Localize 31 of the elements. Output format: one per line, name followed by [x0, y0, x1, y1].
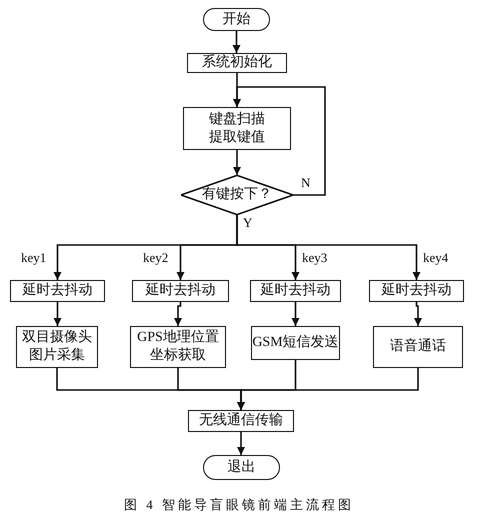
decision-diamond: 有键按下？: [181, 175, 293, 215]
arrow: [174, 302, 182, 326]
arrow: [232, 31, 240, 53]
process-box: 延时去抖动: [10, 280, 105, 302]
arrow: [237, 368, 419, 410]
edge-label: key2: [142, 251, 170, 265]
figure-caption: 图 4 智能导盲眼镜前端主流程图: [123, 496, 355, 514]
edge-label: key3: [301, 251, 328, 265]
process-box: 键盘扫描提取键值: [183, 107, 291, 150]
arrow: [233, 150, 241, 175]
process-box: 系统初始化: [187, 53, 287, 73]
process-box: GPS地理位置坐标获取: [130, 326, 226, 368]
edge-label: key4: [422, 251, 450, 265]
process-box: 语音通话: [373, 326, 463, 368]
process-box: 延时去抖动: [250, 280, 341, 302]
process-box: 延时去抖动: [369, 280, 464, 302]
arrow: [54, 302, 62, 326]
arrow: [292, 302, 300, 326]
edge-label: key1: [20, 251, 48, 265]
process-box: 无线通信传输: [188, 410, 294, 432]
process-box: 延时去抖动: [132, 280, 229, 302]
arrow: [236, 215, 420, 280]
process-box: GSM短信发送: [251, 326, 340, 360]
branch-label: Y: [242, 216, 254, 230]
arrow: [233, 86, 326, 196]
arrow: [414, 302, 422, 326]
process-box: 双目摄像头图片采集: [16, 326, 98, 368]
terminal-box: 开始: [203, 8, 270, 31]
terminal-box: 退出: [203, 455, 280, 480]
arrow: [237, 432, 245, 455]
edge-label: N: [300, 176, 312, 190]
